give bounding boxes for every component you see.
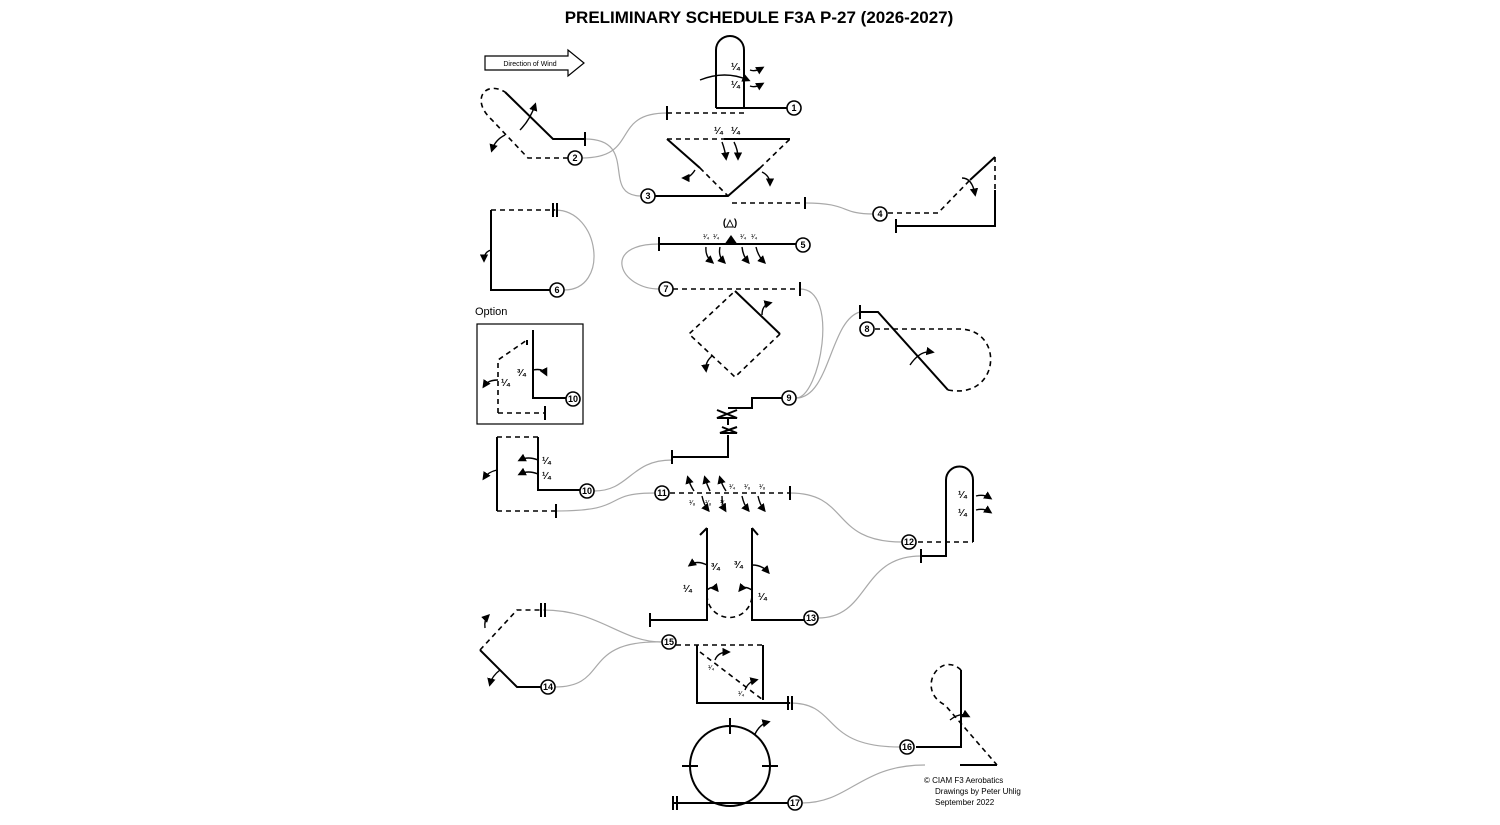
figure-number: 8 [864, 324, 869, 334]
snap-triangle-icon [724, 235, 738, 245]
figure-16 [916, 663, 998, 766]
roll-fraction: ¹⁄₈ [705, 500, 712, 507]
figure-number: 5 [800, 240, 805, 250]
figure-number: 1 [791, 103, 796, 113]
figure-number: 11 [657, 488, 667, 498]
wind-label: Direction of Wind [503, 61, 556, 68]
option-figure-10 [476, 323, 584, 425]
figure-6 [479, 203, 558, 291]
roll-fraction: ¹⁄₄ [683, 584, 693, 595]
figure-number: 15 [664, 637, 674, 647]
roll-fraction: ¹⁄₄ [729, 484, 736, 491]
figure-number: 7 [663, 284, 668, 294]
credit-line: September 2022 [935, 798, 995, 807]
connector-lines [542, 112, 926, 804]
figure-number: 16 [902, 742, 912, 752]
figure-12 [918, 465, 993, 563]
roll-fraction: ¹⁄₄ [738, 691, 745, 698]
roll-fraction: ¹⁄₈ [689, 500, 696, 507]
figure-3 [655, 138, 806, 209]
figure-9 [671, 397, 782, 464]
roll-fraction: ¹⁄₄ [731, 126, 741, 137]
figure-11 [670, 475, 791, 513]
roll-fraction: ¹⁄₄ [731, 62, 741, 73]
roll-fraction: ¹⁄₄ [714, 126, 724, 137]
roll-fraction: ¹⁄₄ [958, 508, 968, 519]
figure-number: 14 [543, 682, 553, 692]
figure-8 [859, 305, 992, 392]
figure-10 [482, 436, 580, 518]
roll-fraction: ³⁄₄ [734, 560, 744, 571]
figure-number: 2 [572, 153, 577, 163]
figure-1 [666, 35, 787, 120]
roll-fraction: ¹⁄₄ [713, 234, 720, 241]
figure-number: 13 [806, 613, 816, 623]
figure-5: (△) [658, 218, 796, 265]
option-label: Option [475, 306, 507, 318]
roll-fraction: ³⁄₄ [711, 562, 721, 573]
roll-fraction: ¹⁄₄ [740, 234, 747, 241]
figure-number-markers: 1 2 3 4 5 6 7 8 9 10 10 11 12 13 14 15 1… [540, 100, 917, 811]
roll-fraction: ¹⁄₈ [744, 484, 751, 491]
roll-fraction: ¹⁄₄ [542, 456, 552, 467]
roll-fraction: ¹⁄₄ [703, 234, 710, 241]
roll-fraction: ¹⁄₄ [542, 471, 552, 482]
figure-4 [888, 156, 996, 233]
roll-fraction: ¹⁄₄ [708, 665, 715, 672]
roll-fraction: ¹⁄₄ [958, 490, 968, 501]
figure-number: 4 [877, 209, 882, 219]
roll-fraction: ¹⁄₄ [731, 80, 741, 91]
roll-fraction: ¹⁄₄ [758, 592, 768, 603]
roll-fraction: ³⁄₄ [517, 368, 527, 379]
page-title: PRELIMINARY SCHEDULE F3A P-27 (2026-2027… [564, 8, 954, 27]
figure-2 [480, 87, 586, 159]
figure-7 [673, 282, 801, 379]
wind-direction-arrow-icon: Direction of Wind [484, 48, 585, 78]
roll-fraction: ¹⁄₈ [720, 500, 727, 507]
roll-fraction: ¹⁄₈ [759, 484, 766, 491]
roll-fraction-labels: ¹⁄₄ ¹⁄₄ ¹⁄₄ ¹⁄₄ ¹⁄₄ ¹⁄₄ ¹⁄₄ ¹⁄₄ ¹⁄₄ ³⁄₄ … [501, 62, 968, 698]
credit-line: Drawings by Peter Uhlig [935, 787, 1021, 796]
figure-17 [672, 718, 788, 810]
figure-15 [676, 644, 793, 710]
credit-line: 10 [568, 394, 578, 404]
figure-number: 10 [582, 486, 592, 496]
credit-line: © CIAM F3 Aerobatics [924, 776, 1003, 785]
fig5-symbol: (△) [723, 218, 737, 229]
figure-number: 9 [786, 393, 791, 403]
figure-14 [479, 603, 546, 688]
figure-number: 6 [554, 285, 559, 295]
roll-fraction: ¹⁄₄ [501, 378, 511, 389]
credits: © CIAM F3 Aerobatics Drawings by Peter U… [924, 776, 1021, 807]
figure-13 [649, 527, 804, 627]
figure-number: 3 [645, 191, 650, 201]
figure-number: 17 [790, 798, 800, 808]
figure-number: 12 [904, 537, 914, 547]
roll-fraction: ¹⁄₄ [751, 234, 758, 241]
